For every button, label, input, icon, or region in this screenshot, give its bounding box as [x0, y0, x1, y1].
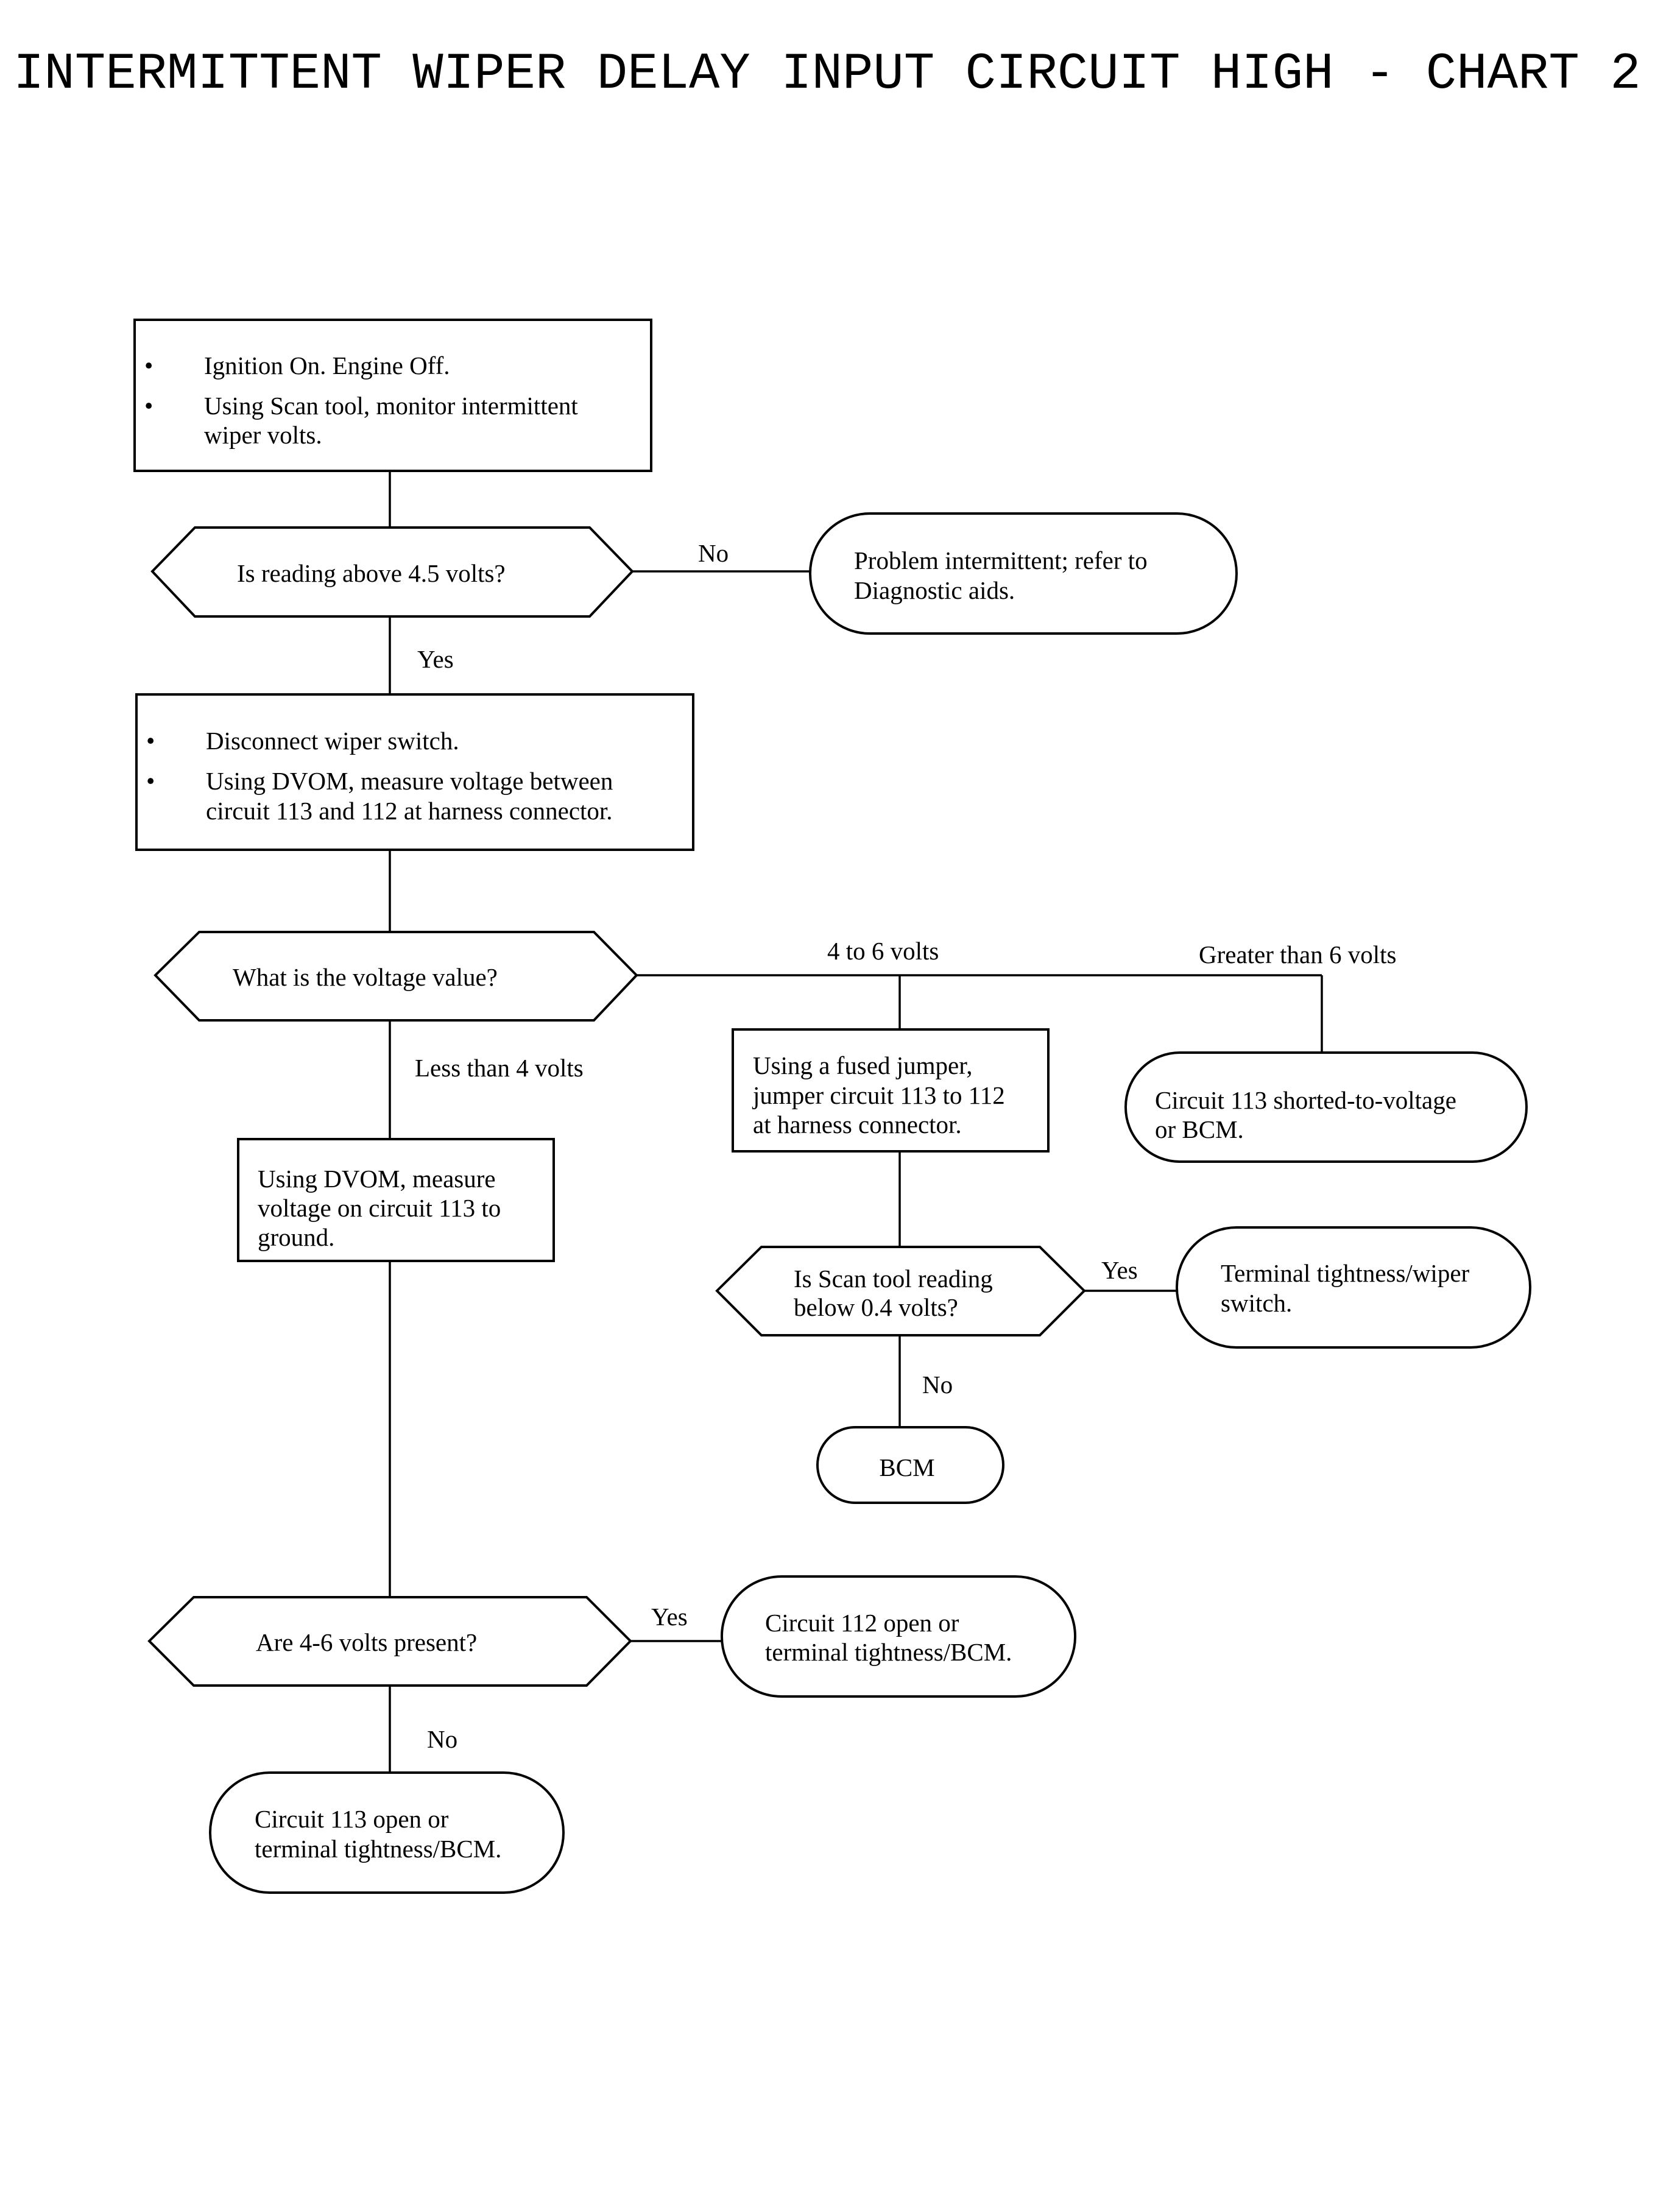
step4-text-line: voltage on circuit 113 to [258, 1194, 501, 1222]
bullet: • [144, 392, 153, 420]
step2-text-line: Disconnect wiper switch. [206, 727, 459, 755]
r2-text-line: or BCM. [1155, 1115, 1244, 1143]
step3-box: Using a fused jumper, jumper circuit 113… [732, 1028, 1050, 1153]
label-q4-yes: Yes [651, 1603, 688, 1631]
label-q3-yes: Yes [1101, 1256, 1138, 1284]
step2-text-line: circuit 113 and 112 at harness connector… [206, 797, 613, 825]
result-r5: Circuit 112 open or terminal tightness/B… [721, 1575, 1076, 1698]
connectors [389, 471, 1323, 1773]
bullet: • [146, 727, 155, 755]
step2-text-line: Using DVOM, measure voltage between [206, 767, 613, 795]
r3-text-line: switch. [1221, 1289, 1292, 1317]
r6-text-line: terminal tightness/BCM. [255, 1835, 501, 1863]
q1-text: Is reading above 4.5 volts? [237, 559, 506, 587]
step3-text-line: at harness connector. [753, 1110, 962, 1139]
page-title: INTERMITTENT WIPER DELAY INPUT CIRCUIT H… [13, 46, 1641, 104]
label-q2-lt4: Less than 4 volts [415, 1054, 584, 1082]
result-r1: Problem intermittent; refer to Diagnosti… [809, 512, 1238, 635]
label-q1-yes: Yes [417, 645, 454, 673]
label-q2-4to6: 4 to 6 volts [827, 937, 939, 965]
edge-labels: No Yes 4 to 6 volts Greater than 6 volts… [415, 539, 1396, 1753]
q2-text: What is the voltage value? [233, 963, 498, 991]
bullet: • [146, 767, 155, 795]
step4-text-line: Using DVOM, measure [258, 1165, 496, 1193]
step3-text-line: jumper circuit 113 to 112 [752, 1081, 1005, 1109]
q4-text: Are 4-6 volts present? [256, 1628, 477, 1656]
label-q4-no: No [427, 1725, 457, 1753]
bullet: • [144, 351, 153, 380]
decision-q4: Are 4-6 volts present? [147, 1596, 632, 1687]
step4-box: Using DVOM, measure voltage on circuit 1… [237, 1138, 555, 1262]
step1-text-line: wiper volts. [204, 421, 322, 449]
decision-q3: Is Scan tool reading below 0.4 volts? [715, 1246, 1086, 1336]
r6-text-line: Circuit 113 open or [255, 1805, 449, 1833]
step1-text-line: Using Scan tool, monitor intermittent [204, 392, 578, 420]
step1-box: • • Ignition On. Engine Off. Using Scan … [133, 319, 652, 472]
q3-text-line: Is Scan tool reading [794, 1265, 993, 1293]
result-r2: Circuit 113 shorted-to-voltage or BCM. [1124, 1051, 1528, 1163]
label-q1-no: No [698, 539, 729, 567]
result-r3: Terminal tightness/wiper switch. [1176, 1226, 1531, 1349]
decision-q1: Is reading above 4.5 volts? [150, 526, 634, 618]
result-r6: Circuit 113 open or terminal tightness/B… [209, 1771, 565, 1894]
r4-text: BCM [879, 1453, 934, 1481]
label-q2-gt6: Greater than 6 volts [1199, 941, 1396, 969]
step2-box: • • Disconnect wiper switch. Using DVOM,… [135, 693, 694, 851]
r5-text-line: Circuit 112 open or [765, 1609, 959, 1637]
step4-text-line: ground. [258, 1223, 334, 1251]
result-r4: BCM [816, 1426, 1004, 1504]
r3-text-line: Terminal tightness/wiper [1221, 1259, 1470, 1287]
r1-text-line: Diagnostic aids. [854, 576, 1015, 604]
r2-text-line: Circuit 113 shorted-to-voltage [1155, 1086, 1456, 1114]
step1-text-line: Ignition On. Engine Off. [204, 351, 450, 380]
r1-text-line: Problem intermittent; refer to [854, 546, 1148, 574]
step3-text-line: Using a fused jumper, [753, 1051, 972, 1079]
r5-text-line: terminal tightness/BCM. [765, 1638, 1012, 1666]
label-q3-no: No [922, 1371, 953, 1399]
decision-q2: What is the voltage value? [154, 931, 638, 1022]
q3-text-line: below 0.4 volts? [794, 1293, 958, 1321]
